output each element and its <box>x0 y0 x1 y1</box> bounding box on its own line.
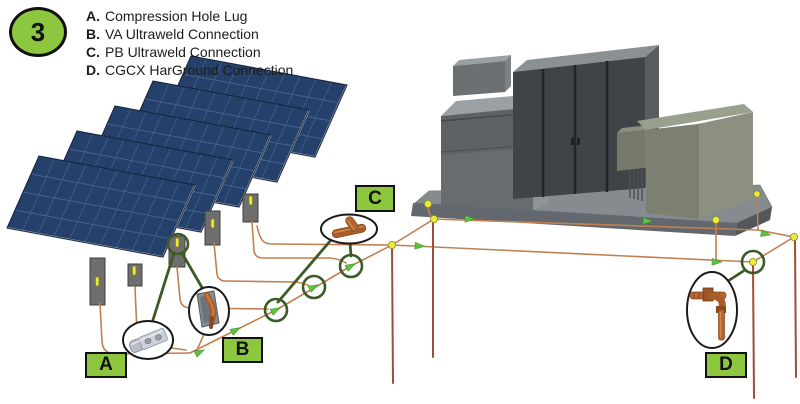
detail-callout-b <box>188 286 230 336</box>
junction-dot <box>712 215 721 224</box>
post-ground-pip <box>210 218 215 229</box>
ultraweld-plate-icon <box>196 290 220 329</box>
wire-direction-arrow <box>269 307 281 316</box>
legend-label: CGCX HarGround Connection <box>105 62 294 78</box>
detail-callout-c <box>320 213 378 245</box>
pb-splice-icon <box>331 216 367 239</box>
wire-direction-arrow <box>464 215 476 223</box>
pointer-to-detail-d <box>726 268 747 283</box>
ground-rod <box>752 264 755 399</box>
junction-dot <box>429 214 438 223</box>
wire-direction-arrow <box>307 284 319 293</box>
cabinet-door-handle <box>577 138 580 145</box>
junction-dot <box>423 199 432 208</box>
array-posts <box>89 193 259 306</box>
panel-post <box>204 210 221 246</box>
ground-rod <box>794 239 797 378</box>
marker-pb-splice-3 <box>338 253 364 279</box>
legend-key: A. <box>86 8 100 24</box>
legend-item-b: B. VA Ultraweld Connection <box>86 25 293 43</box>
junction-dots <box>387 190 799 266</box>
wire-direction-arrow <box>760 229 772 237</box>
pointer-to-detail-a <box>150 251 176 325</box>
figure-number-badge: 3 <box>9 7 67 57</box>
callout-pointer-lines <box>150 238 747 325</box>
detail-callout-d <box>686 271 738 349</box>
legend-key: B. <box>86 26 100 42</box>
transformer-right <box>637 104 753 219</box>
marker-pb-splice-2 <box>301 274 327 300</box>
panel-post <box>242 193 259 223</box>
wire-direction-arrow <box>229 327 241 336</box>
post4-ground-wire <box>213 242 312 288</box>
legend-item-d: D. CGCX HarGround Connection <box>86 61 293 79</box>
callout-box-c: C <box>355 185 395 212</box>
wire-direction-arrow <box>414 241 426 250</box>
cabinet-door-handle <box>571 138 574 145</box>
legend-label: VA Ultraweld Connection <box>105 26 259 42</box>
pointer-to-detail-b <box>180 251 206 293</box>
junction-dot <box>387 240 396 249</box>
pointer-to-splice-1 <box>276 238 333 304</box>
junction-dot <box>753 190 761 198</box>
legend-label: Compression Hole Lug <box>105 8 248 24</box>
marker-pb-splice-1 <box>263 297 289 323</box>
wire-flow-arrows <box>193 215 772 358</box>
panel-post <box>127 263 143 287</box>
post-ground-pip <box>175 237 180 248</box>
junction-dot <box>749 257 758 266</box>
callout-box-a: A <box>85 352 127 378</box>
wire-direction-arrow <box>344 263 356 272</box>
ground-rod <box>391 247 394 384</box>
harground-clamp-icon <box>689 287 727 341</box>
figure-number: 3 <box>30 16 46 47</box>
post-ground-pip <box>132 265 137 276</box>
legend: A. Compression Hole Lug B. VA Ultraweld Co… <box>86 7 293 79</box>
panel-post <box>89 257 106 306</box>
connection-markers <box>166 232 766 323</box>
legend-key: C. <box>86 44 100 60</box>
ground-ring-rear <box>391 218 795 246</box>
equipment-skid <box>411 45 773 236</box>
callout-box-d: D <box>705 352 747 378</box>
wire-direction-arrow <box>193 349 206 358</box>
marker-post-connection <box>166 232 190 256</box>
pad-front <box>411 203 737 236</box>
pad-pigtail-corner <box>756 195 759 231</box>
solar-array <box>6 55 348 259</box>
callout-box-b: B <box>222 337 263 363</box>
legend-item-a: A. Compression Hole Lug <box>86 7 293 25</box>
rear-row-ground-wire <box>256 225 391 246</box>
post-ground-pip <box>248 195 253 206</box>
equipment-box-small <box>453 55 511 96</box>
marker-ground-rod-connection <box>740 249 766 275</box>
inverter-cabinet <box>513 45 659 199</box>
detail-callout-a <box>122 320 174 360</box>
legend-item-c: C. PB Ultraweld Connection <box>86 43 293 61</box>
compression-lug-icon <box>128 328 168 353</box>
solar-panel <box>6 155 196 259</box>
wire-direction-arrow <box>642 217 654 225</box>
wire-direction-arrow <box>711 258 723 266</box>
legend-label: PB Ultraweld Connection <box>105 44 261 60</box>
legend-key: D. <box>86 62 100 78</box>
junction-dot <box>790 232 799 241</box>
array-ground-bus <box>189 244 393 354</box>
post-ground-pip <box>95 276 100 287</box>
ground-ring-front <box>391 236 795 263</box>
